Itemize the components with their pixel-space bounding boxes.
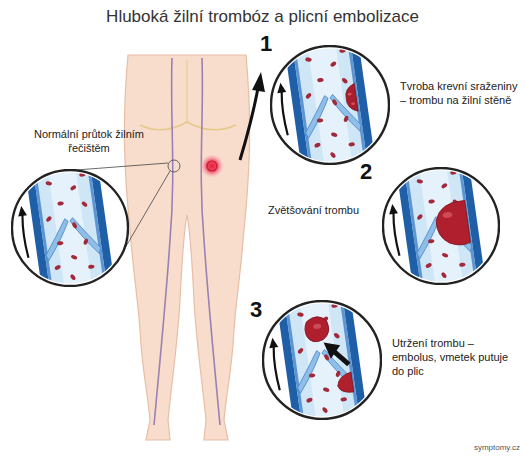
callout-number: 2 — [360, 158, 384, 186]
stage-caption: Tvroba krevní sraženiny – trombu na žiln… — [400, 80, 518, 108]
thrombus-circle-2 — [382, 153, 500, 301]
stage-caption: Utržení trombu – embolus, vmetek putuje … — [392, 337, 518, 378]
embolus-circle-3 — [262, 286, 382, 437]
title: Hluboká žilní trombóz a plicní embolizac… — [0, 7, 525, 27]
legs-figure — [124, 55, 249, 440]
thrombus-marker — [207, 161, 217, 171]
thrombus-site — [200, 154, 224, 178]
thrombus-circle-1 — [270, 31, 390, 182]
zoom-caption: Normální průtok žilním řečištěm — [14, 128, 164, 156]
normal-vein-circle — [11, 155, 129, 303]
watermark: symptomy.cz — [440, 443, 520, 453]
stage-caption: Zvětšování trombu — [268, 204, 378, 218]
flow-arrow — [240, 72, 265, 160]
callout-number: 1 — [260, 30, 284, 58]
callout-number: 3 — [250, 296, 274, 324]
